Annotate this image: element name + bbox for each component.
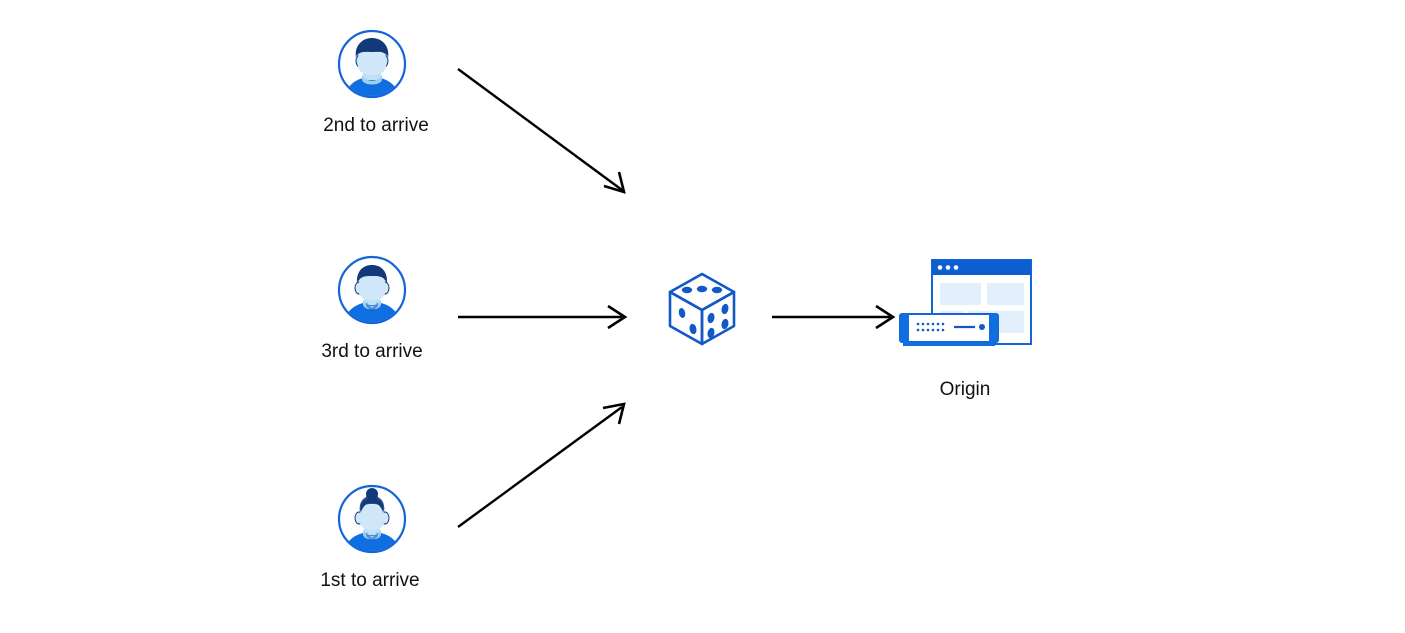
origin-label: Origin (939, 379, 991, 400)
user-avatar-icon-visitor-2nd (336, 28, 408, 100)
visitor-3rd-label: 3rd to arrive (321, 341, 423, 362)
server-device (899, 313, 999, 346)
visitor-1st-label: 1st to arrive (320, 570, 420, 591)
arrow-randomizer-to-origin (772, 304, 896, 330)
user-avatar-icon-visitor-1st (336, 483, 408, 555)
arrow-visitor-3rd-to-randomizer (458, 304, 628, 330)
arrow-visitor-2nd-to-randomizer (457, 68, 626, 194)
dice-icon (662, 268, 742, 348)
arrow-visitor-1st-to-randomizer (457, 402, 626, 528)
user-avatar-icon-visitor-3rd (336, 254, 408, 326)
origin-server-icon (897, 258, 1033, 356)
visitor-2nd-label: 2nd to arrive (323, 115, 429, 136)
